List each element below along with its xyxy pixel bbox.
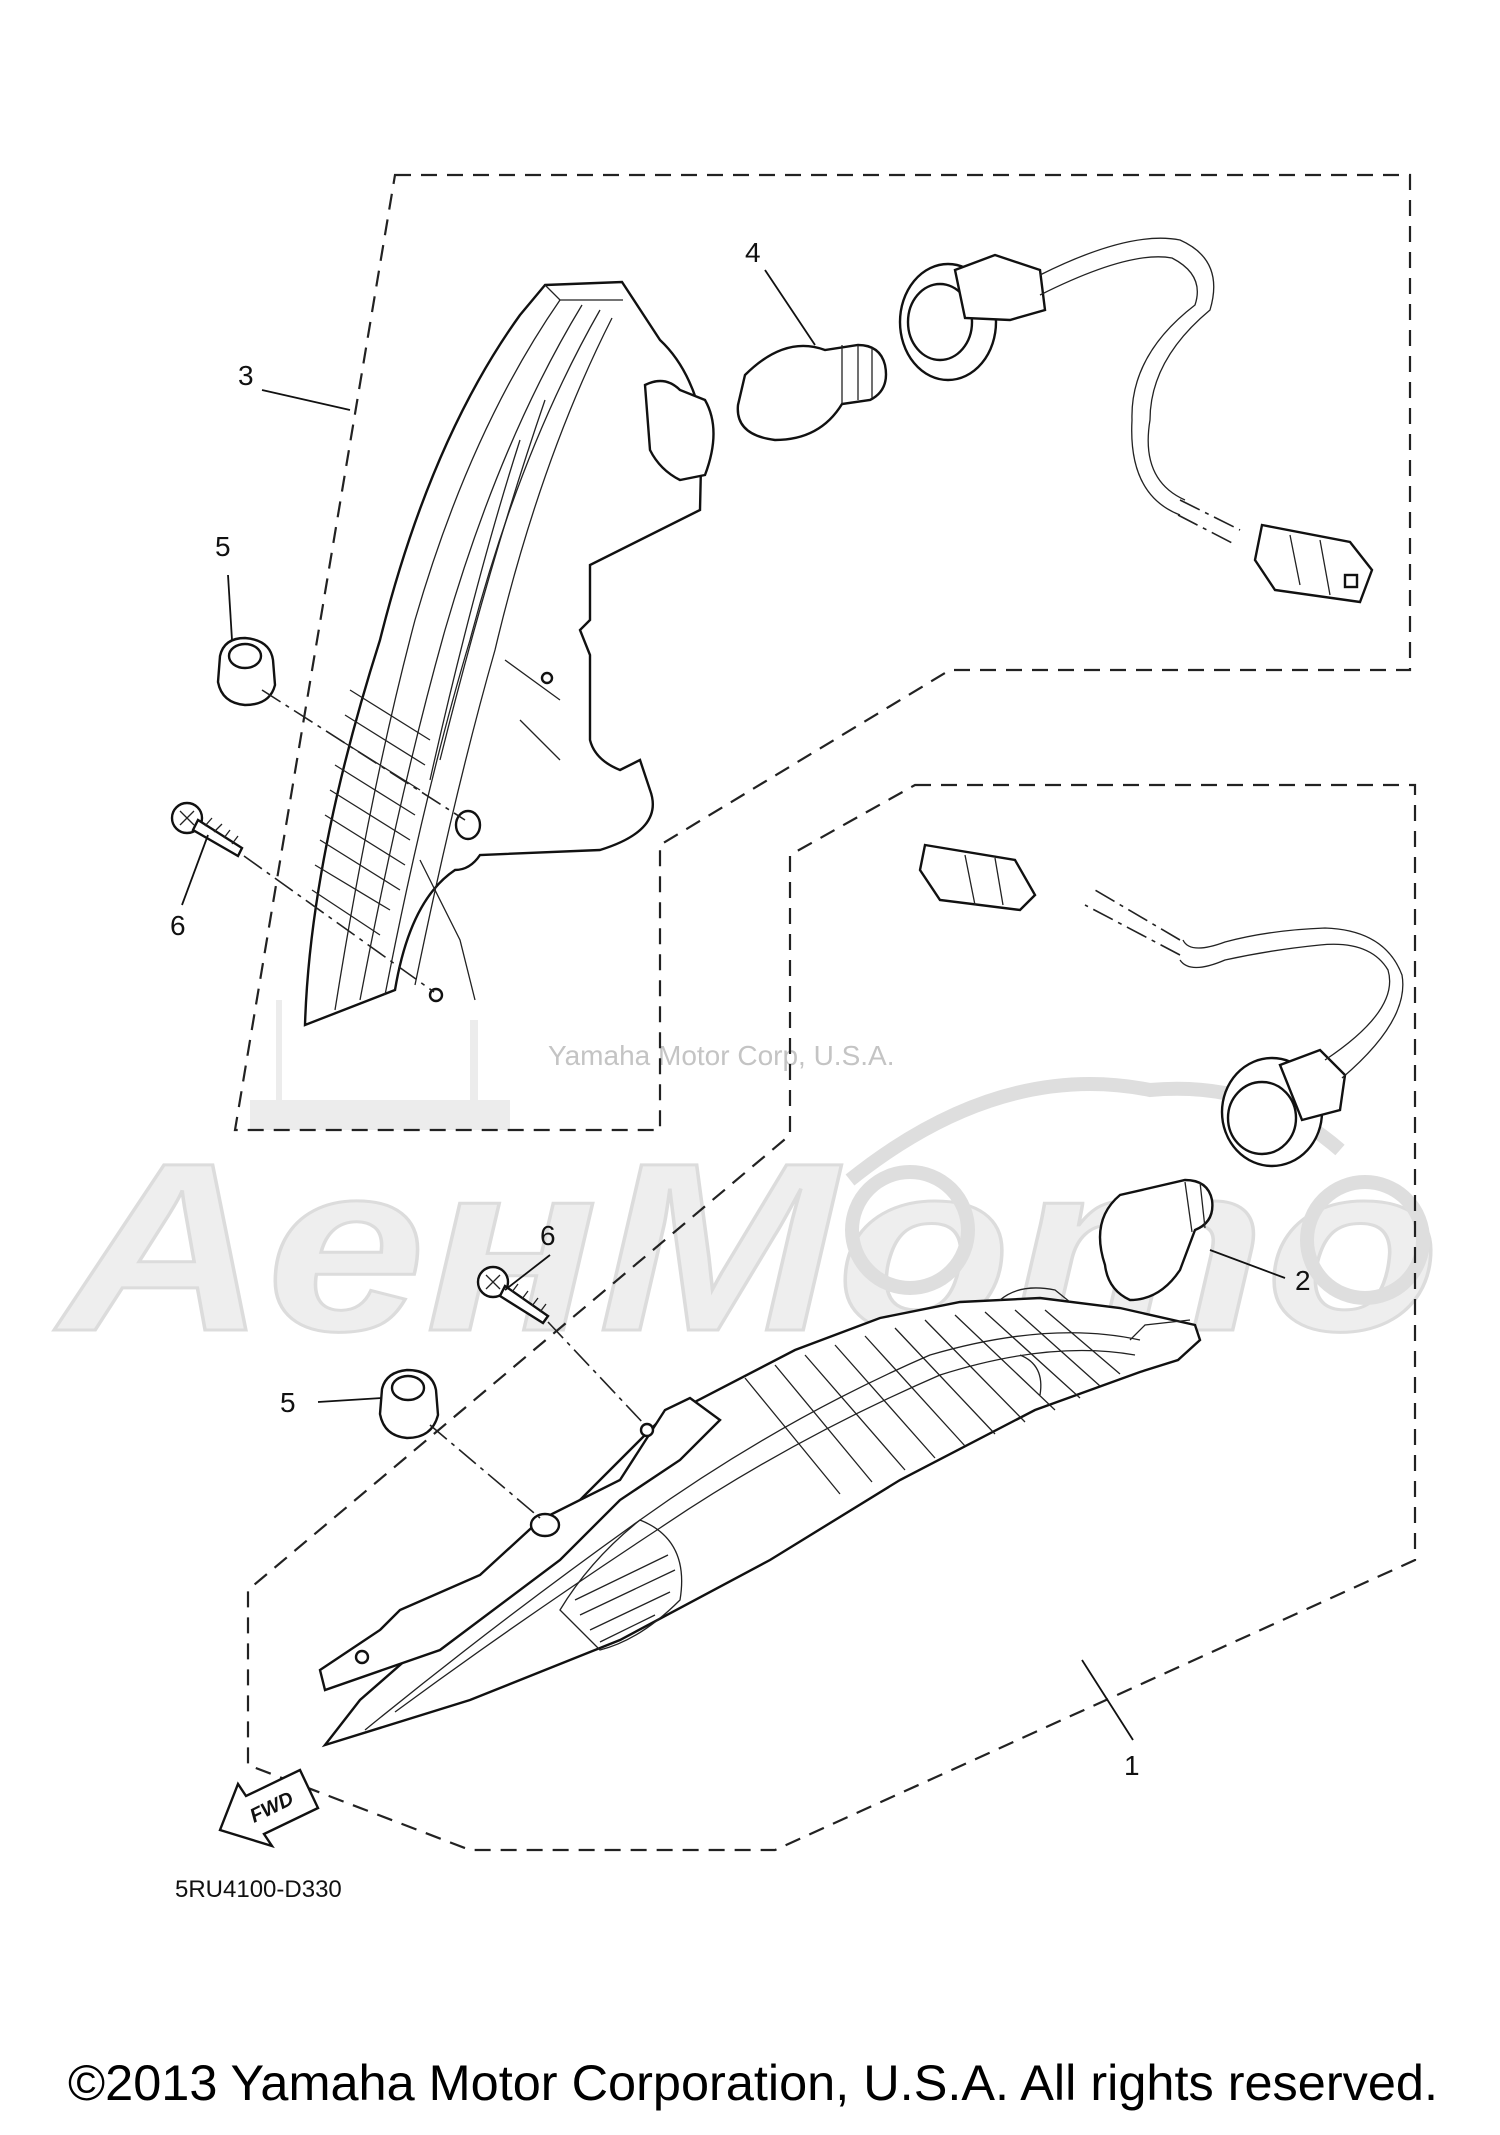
callout-part-3: 3 (238, 360, 254, 391)
diagram-code: 5RU4100-D330 (175, 1876, 342, 1903)
callout-numbers: 3 4 5 6 6 5 2 1 (170, 237, 1311, 1781)
lower-screw-guide-line (547, 1321, 646, 1426)
lower-screw (476, 1265, 550, 1325)
assembly-1-boundary (246, 783, 1417, 1852)
assembly-3-boundary (233, 173, 1412, 1132)
upper-screw-guide-line (243, 855, 435, 993)
lower-lens-ribs (744, 1309, 1121, 1495)
lower-lens-housing (318, 1287, 1202, 1748)
callout-part-1: 1 (1124, 1750, 1140, 1781)
callout-part-5-lower: 5 (280, 1387, 296, 1418)
upper-socket-harness (898, 237, 1374, 604)
watermark: AeнMoтo Yamaha Motor Corp, U.S.A. (53, 1000, 1442, 1383)
lower-grommet-guide-line (429, 1424, 541, 1519)
watermark-tower-icon (250, 1000, 510, 1130)
upper-grommet-hole (454, 809, 482, 841)
forward-arrow-icon: FWD (218, 1768, 320, 1849)
callout-part-4: 4 (745, 237, 761, 268)
callout-part-5-upper: 5 (215, 531, 231, 562)
copyright-notice: ©2013 Yamaha Motor Corporation, U.S.A. A… (68, 2055, 1438, 2111)
callout-part-6-upper: 6 (170, 910, 186, 941)
upper-lens-hatching (311, 689, 431, 936)
lower-bulb (1098, 1178, 1214, 1302)
upper-grommet-guide-line (261, 689, 466, 821)
leader-lines (181, 269, 1286, 1741)
upper-screw (170, 801, 244, 858)
lower-grommet (378, 1368, 440, 1440)
watermark-corp: Yamaha Motor Corp, U.S.A. (548, 1040, 895, 1071)
upper-lens-housing (303, 280, 715, 1027)
lower-grommet-hole (529, 1512, 561, 1538)
callout-part-6-lower: 6 (540, 1220, 556, 1251)
upper-grommet (216, 636, 277, 707)
lower-screw-hole (639, 1422, 655, 1438)
callout-part-2: 2 (1295, 1265, 1311, 1296)
lower-lens-hatching (559, 1519, 683, 1651)
upper-bulb (736, 343, 888, 442)
watermark-brand: AeнMoтo (54, 1113, 1440, 1381)
lower-socket-harness (918, 843, 1404, 1168)
